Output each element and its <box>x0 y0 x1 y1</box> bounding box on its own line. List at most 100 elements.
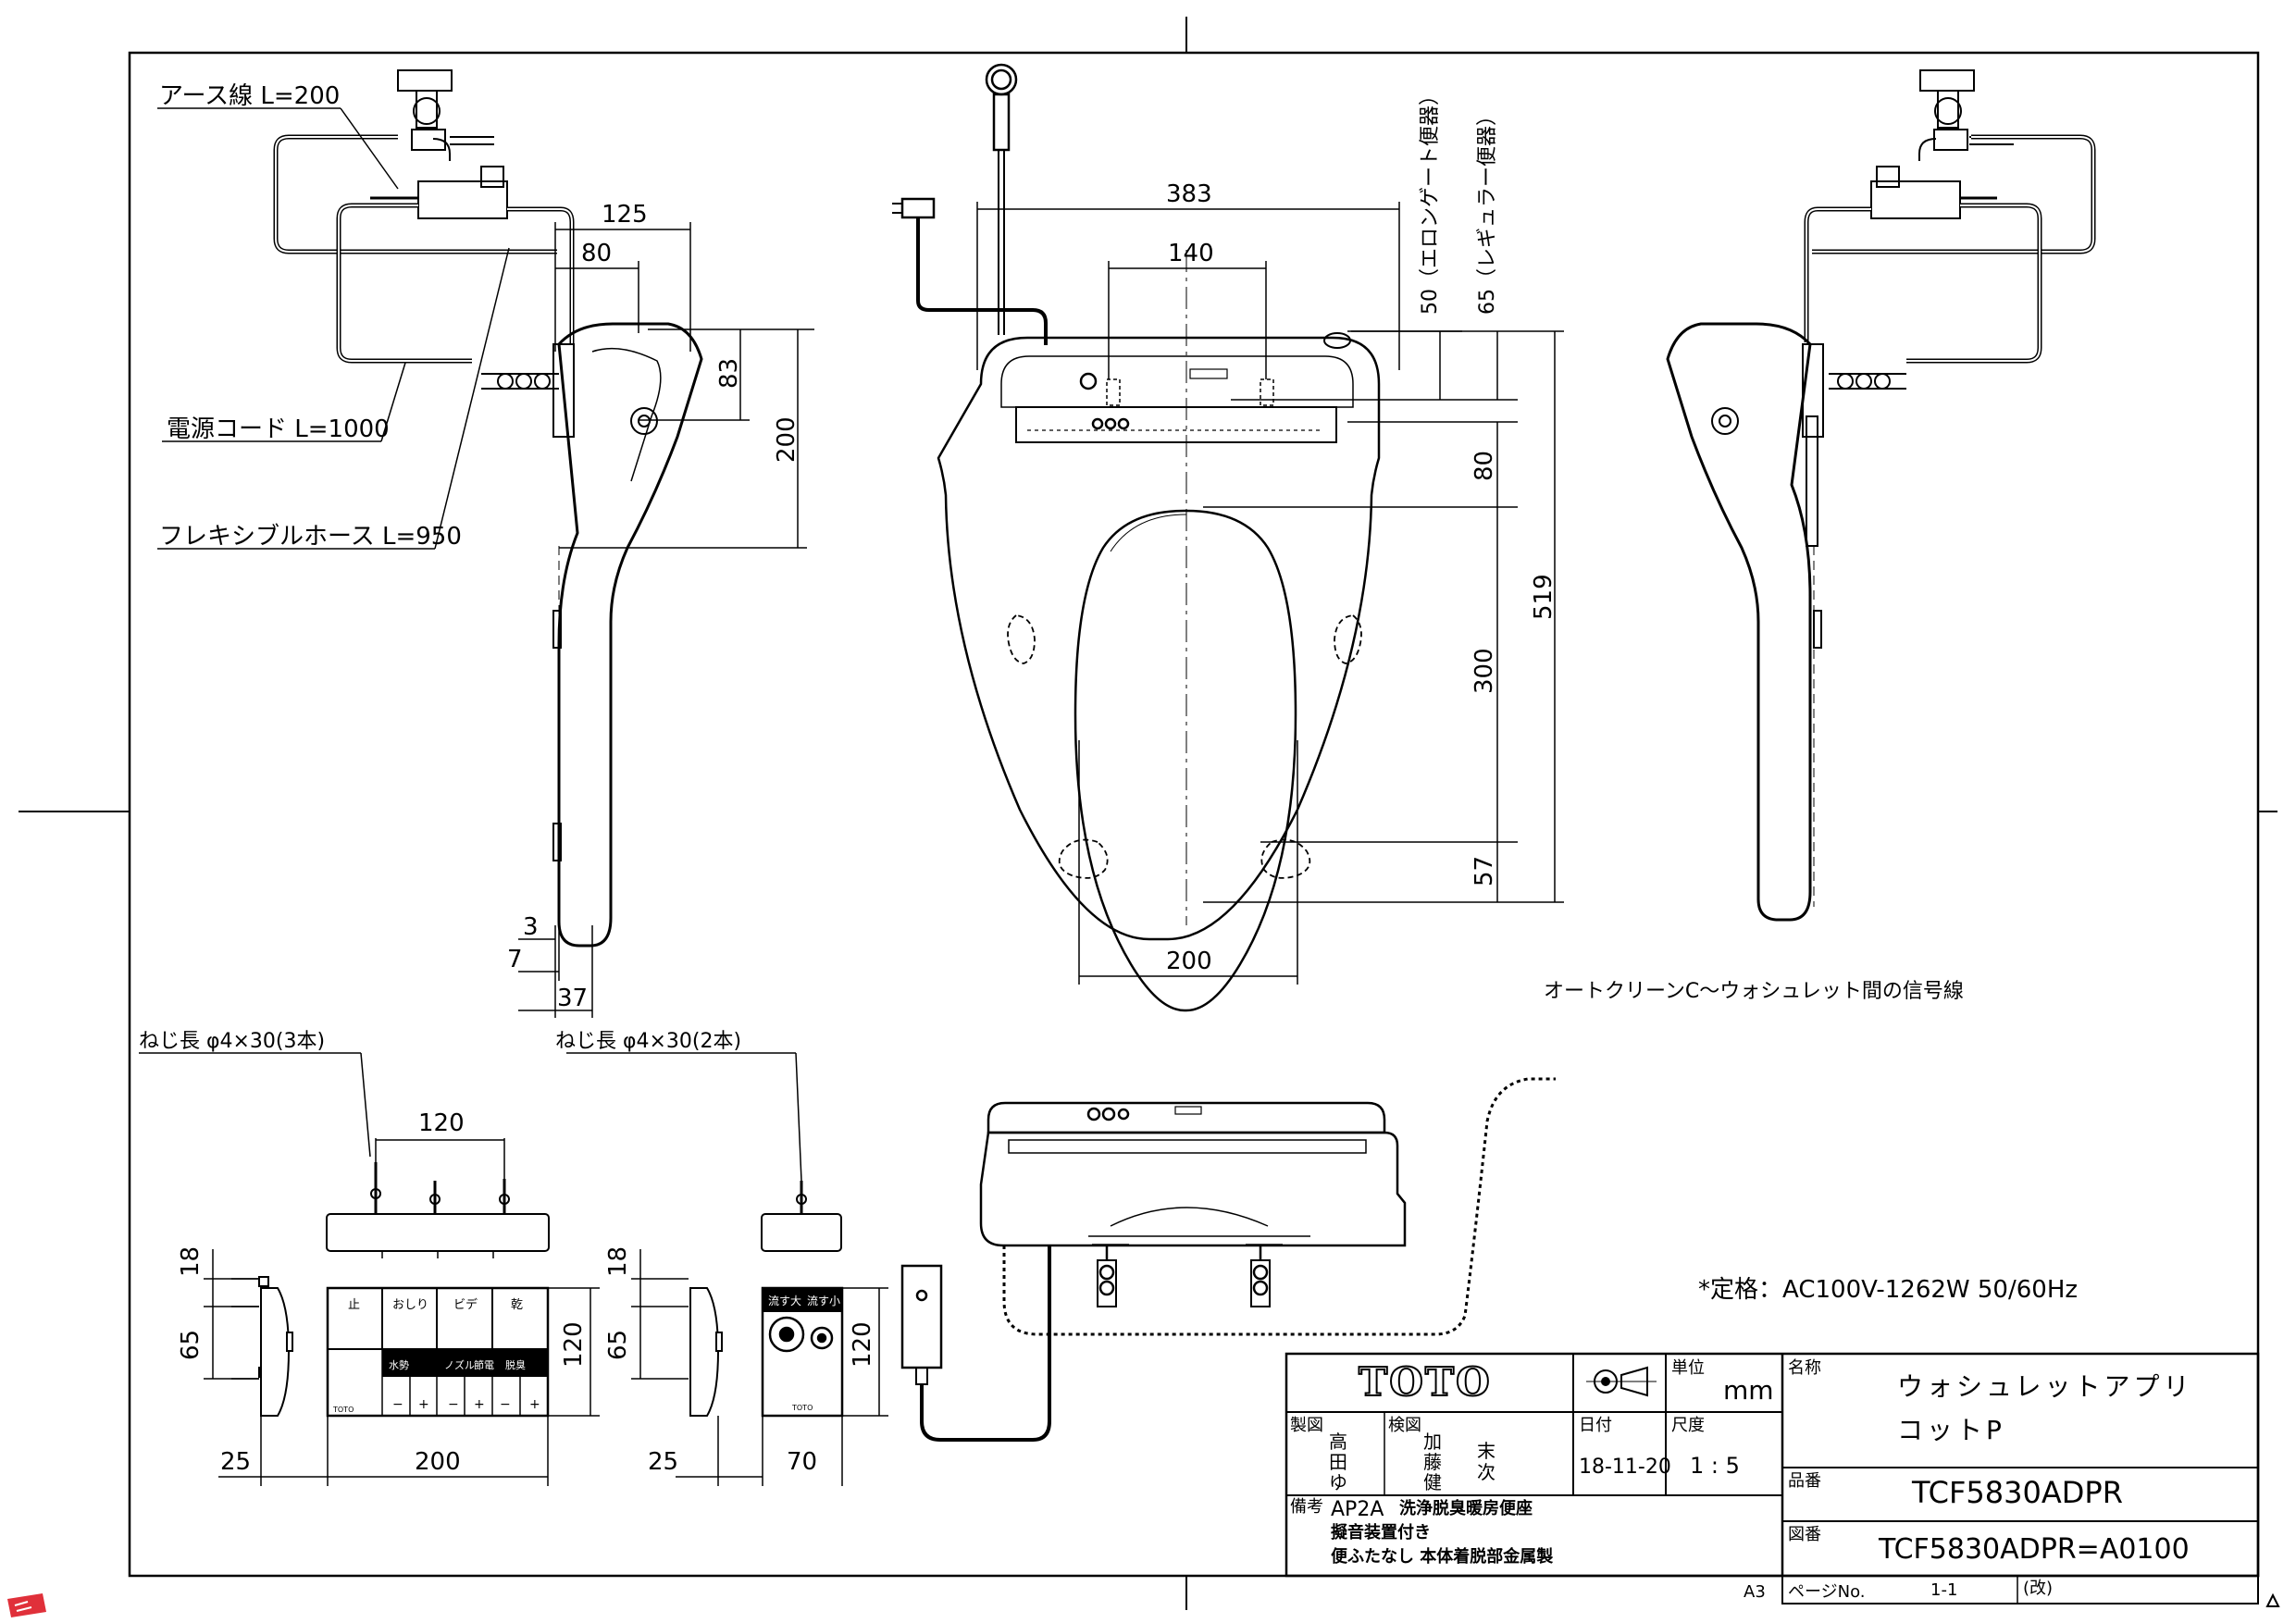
remote-dimension-lines <box>139 1052 888 1486</box>
switch-brand: TOTO <box>791 1404 813 1412</box>
left-view-dimensions <box>518 222 814 1018</box>
switch-labels: 流す大 流す小 TOTO <box>768 1295 840 1412</box>
screw-2-label: ねじ長 φ4×30(2本) <box>555 1030 741 1053</box>
remote-btn-bidet: ビデ <box>453 1297 478 1312</box>
dim-140: 140 <box>1168 240 1214 267</box>
dim-37: 37 <box>557 985 588 1012</box>
dim-80-left: 80 <box>581 240 612 267</box>
left-side-view <box>273 69 703 948</box>
projection-symbol-icon <box>1586 1366 1657 1397</box>
remarks-line3: 便ふたなし 本体着脱部金属製 <box>1331 1546 1553 1567</box>
dim-50-elongated: 50（エロンゲート便器） <box>1419 85 1442 315</box>
remote-brand: TOTO <box>332 1406 354 1414</box>
remote-side-profile <box>260 1287 723 1417</box>
flexible-hose-label: フレキシブルホース L=950 <box>159 523 462 551</box>
right-side-view <box>1666 69 2096 922</box>
top-view <box>892 63 1381 1012</box>
scale-label: 尺度 <box>1671 1416 1705 1435</box>
switch-front <box>761 1286 844 1418</box>
dim-300: 300 <box>1471 648 1498 694</box>
dim-25-left: 25 <box>220 1448 251 1476</box>
remote-btn-nozzle: ノズル <box>444 1358 475 1371</box>
dim-3: 3 <box>523 913 539 941</box>
part-number: TCF5830ADPR <box>1911 1475 2123 1510</box>
remote-btn-stop: 止 <box>348 1298 360 1312</box>
dim-65-regular: 65（レギュラー便器） <box>1476 105 1499 315</box>
scale-value: 1 : 5 <box>1690 1453 1740 1479</box>
drawing-label: 図番 <box>1788 1525 1821 1544</box>
dim-57: 57 <box>1471 856 1498 886</box>
checked-by-a-1: 加 <box>1423 1431 1442 1453</box>
dim-125: 125 <box>602 201 648 229</box>
dim-519: 519 <box>1530 574 1558 620</box>
top-view-dimensions <box>976 202 1564 985</box>
dim-18-right: 18 <box>604 1246 632 1277</box>
remarks-label: 備考 <box>1290 1497 1323 1517</box>
product-name-line2: コットP <box>1897 1415 2005 1445</box>
checked-label: 検図 <box>1388 1416 1421 1435</box>
date-value: 18-11-20 <box>1579 1456 1671 1479</box>
drawn-by-3: ゆ <box>1329 1471 1347 1493</box>
dim-200-height: 200 <box>773 416 800 463</box>
remote-btn-minus-2: − <box>448 1397 459 1412</box>
drawn-by-2: 田 <box>1329 1451 1347 1473</box>
product-name-line1: ウォシュレットアプリ <box>1897 1371 2192 1402</box>
remote-button-labels: 止 おしり ビデ 乾 水勢 ノズル 節電 脱臭 − + − + − + TOTO <box>332 1297 540 1414</box>
page-label: ページNo. <box>1788 1582 1866 1602</box>
remote-btn-deodorize: 脱臭 <box>505 1358 526 1371</box>
remote-front <box>326 1286 550 1418</box>
dim-200-remote: 200 <box>415 1448 461 1476</box>
remote-btn-eco: 節電 <box>474 1358 494 1371</box>
switch-small-label: 流す小 <box>807 1295 840 1307</box>
drawn-label: 製図 <box>1290 1416 1323 1435</box>
dim-120-switch: 120 <box>849 1321 876 1368</box>
date-label: 日付 <box>1579 1416 1612 1435</box>
sheet-size: A3 <box>1744 1582 1766 1602</box>
title-block-frame <box>1285 1352 2260 1604</box>
checked-by-b-2: 次 <box>1477 1461 1496 1483</box>
checked-by-b-1: 末 <box>1477 1440 1496 1462</box>
remote-btn-pressure: 水勢 <box>389 1358 409 1371</box>
remarks-code: AP2A <box>1331 1498 1384 1521</box>
rating-label: *定格：AC100V-1262W 50/60Hz <box>1698 1276 2078 1304</box>
remarks-line2: 擬音装置付き <box>1331 1522 1431 1542</box>
dim-83: 83 <box>715 358 743 389</box>
checked-by-a-3: 健 <box>1423 1471 1442 1493</box>
remote-top-view <box>326 1162 842 1258</box>
corner-mark-icon <box>7 1593 46 1617</box>
dim-65-left: 65 <box>177 1330 205 1360</box>
unit-value: mm <box>1723 1375 1774 1406</box>
dim-383: 383 <box>1166 180 1212 208</box>
screw-3-label: ねじ長 φ4×30(3本) <box>139 1030 325 1053</box>
switch-big-label: 流す大 <box>768 1295 801 1307</box>
remote-btn-oshiri: おしり <box>392 1298 428 1312</box>
callout-leaders <box>157 107 510 550</box>
toto-logo: TOTO <box>1359 1359 1492 1405</box>
power-cord-label: 電源コード L=1000 <box>167 415 390 443</box>
remote-btn-dry: 乾 <box>511 1298 523 1312</box>
unit-label: 単位 <box>1671 1358 1705 1378</box>
earth-wire-label: アース線 L=200 <box>159 82 340 110</box>
part-label: 品番 <box>1788 1471 1821 1491</box>
front-view <box>900 1077 1556 1442</box>
signal-line-label: オートクリーンC～ウォシュレット間の信号線 <box>1544 980 1964 1003</box>
drawing-border <box>19 17 2277 1610</box>
dim-18-left: 18 <box>177 1246 205 1277</box>
drawing-number: TCF5830ADPR=A0100 <box>1878 1533 2190 1566</box>
remote-btn-plus-2: + <box>474 1397 485 1412</box>
name-label: 名称 <box>1788 1358 1821 1378</box>
triangle-mark-icon <box>2265 1592 2280 1607</box>
dim-25-right: 25 <box>648 1448 678 1476</box>
remote-btn-minus-1: − <box>392 1397 403 1412</box>
remote-btn-plus-1: + <box>418 1397 429 1412</box>
dim-80-seat: 80 <box>1471 451 1498 481</box>
dim-70: 70 <box>787 1448 817 1476</box>
dim-65-right: 65 <box>604 1330 632 1360</box>
drawn-by-1: 高 <box>1329 1431 1347 1453</box>
page-value: 1-1 <box>1930 1580 1957 1600</box>
remote-btn-minus-3: − <box>500 1397 511 1412</box>
dim-7: 7 <box>507 946 523 973</box>
revision-label: (改) <box>2023 1579 2053 1598</box>
